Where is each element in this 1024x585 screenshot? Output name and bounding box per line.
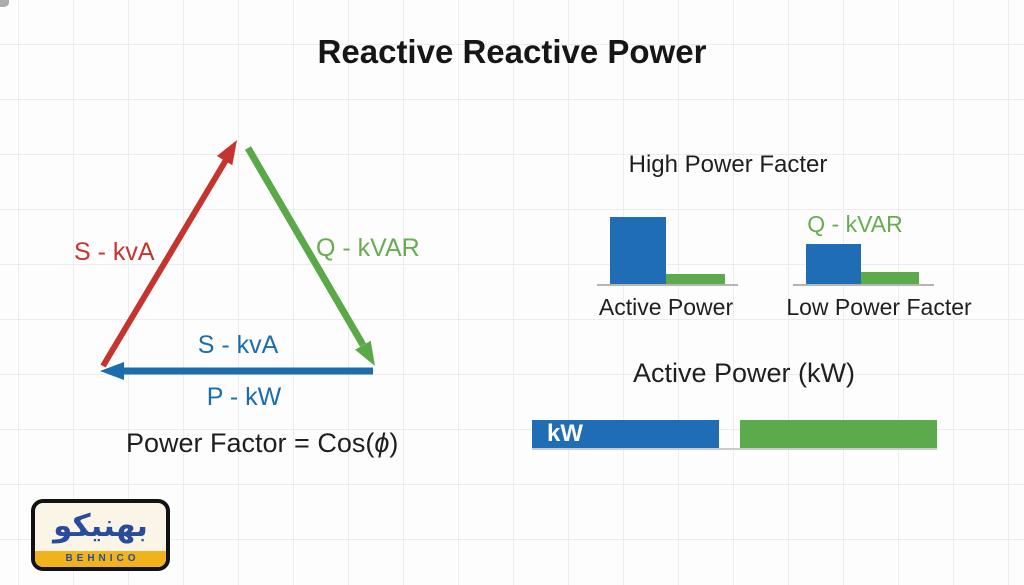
active-power-chart-label: Active Power xyxy=(598,294,734,320)
active-power-kw-title: Active Power (kW) xyxy=(632,358,856,388)
high-power-factor-label: High Power Facter xyxy=(628,151,828,178)
apparent-power-arrowhead xyxy=(216,140,237,166)
apparent-power-label: S - kvA xyxy=(74,238,155,266)
q-kvar-chart-label: Q - kVAR xyxy=(807,211,903,237)
reactive-power-arrow xyxy=(244,146,375,366)
base-apparent-power-label: S - kvA xyxy=(197,331,279,359)
apparent-power-arrow xyxy=(100,140,237,368)
low-power-factor-label: Low Power Facter xyxy=(786,294,972,320)
kw-bar-green xyxy=(740,420,937,448)
page-title: Reactive Reactive Power xyxy=(317,33,707,70)
reactive-power-vector xyxy=(244,146,367,347)
kw-bar-label: kW xyxy=(547,420,583,447)
low-chart-reactive-bar xyxy=(861,272,919,284)
formula-prefix: Power Factor = Cos( xyxy=(126,428,375,458)
kw-bar-baseline xyxy=(532,448,937,450)
behnico-logo-farsi-text: بهنیکو xyxy=(53,507,148,544)
low-chart-active-bar xyxy=(806,244,861,284)
behnico-logo-wordmark: BEHNICO xyxy=(35,551,166,567)
reactive-power-label: Q - kVAR xyxy=(316,234,420,262)
kw-bar-blue: kW xyxy=(532,420,719,448)
apparent-power-vector xyxy=(100,158,229,368)
active-power-arrowhead xyxy=(100,362,124,380)
low-power-factor-chart xyxy=(793,215,934,286)
phi-symbol: ϕ xyxy=(374,428,390,458)
high-chart-reactive-bar xyxy=(666,274,725,284)
power-factor-formula: Power Factor = Cos(ϕ) xyxy=(126,428,398,459)
behnico-logo: بهنیکو BEHNICO xyxy=(31,499,170,571)
active-power-arrow xyxy=(100,362,373,380)
high-power-factor-chart xyxy=(597,215,738,286)
reactive-power-arrowhead xyxy=(355,340,375,366)
high-chart-active-bar xyxy=(610,217,666,284)
active-power-vector-label: P - kW xyxy=(206,383,282,411)
formula-suffix: ) xyxy=(389,428,399,458)
corner-artifact xyxy=(0,0,9,7)
